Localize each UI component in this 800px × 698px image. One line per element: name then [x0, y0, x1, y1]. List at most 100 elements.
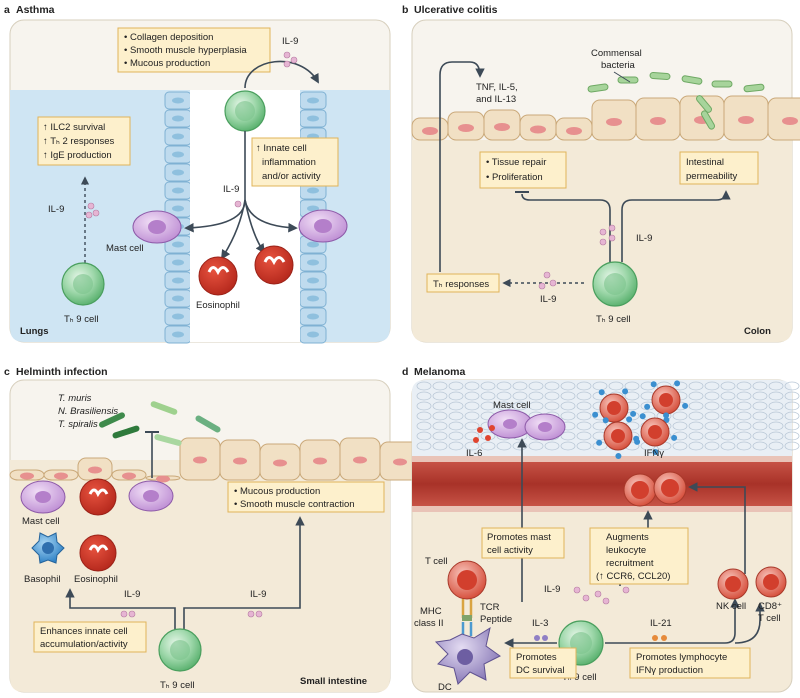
tumour-cell [736, 391, 752, 401]
svg-text:• Collagen deposition: • Collagen deposition [124, 32, 213, 43]
airway-cell-nucleus [307, 277, 319, 284]
permeability-box [679, 151, 759, 185]
airway-cell-nucleus [172, 277, 184, 284]
tumour-cell [688, 391, 704, 401]
ifng-molecule [674, 380, 681, 387]
il9-d-label: IL-9 [544, 584, 560, 595]
th9-label-b: Tₕ 9 cell [596, 314, 630, 325]
tumour-cell [736, 381, 752, 391]
intestine-cell-nucleus [54, 472, 68, 480]
airway-cell-nucleus [307, 241, 319, 248]
ifng-molecule [592, 411, 599, 418]
tumour-cell [688, 411, 704, 421]
tumour-cell [480, 381, 496, 391]
tumour-cell [464, 421, 480, 431]
colon-cell-nucleus [458, 124, 474, 132]
tumour-cell [576, 391, 592, 401]
eosinophil-c1 [79, 478, 117, 516]
th-effect-2: ↑ Tₕ 2 responses [43, 136, 115, 147]
svg-text:• Tissue repair: • Tissue repair [486, 157, 546, 168]
mucous-2: Smooth muscle contraction [240, 499, 355, 510]
tcr-label: TCR [480, 602, 500, 613]
arrow-to-cd8 [734, 602, 765, 644]
tumour-cell [416, 411, 432, 421]
recruited-t-cells [592, 380, 689, 459]
helminth-2: N. Brasiliensis [58, 406, 118, 417]
tumour-cell [464, 441, 480, 451]
th9-label-c: Tₕ 9 cell [160, 680, 194, 691]
airway-cell-nucleus [172, 97, 184, 104]
tumour-cell [512, 381, 528, 391]
peptide-icon [462, 615, 472, 621]
ifng-molecule [639, 413, 646, 420]
ifng-molecule [663, 412, 670, 419]
tumour-cell [576, 411, 592, 421]
promotes-dc-1: Promotes [516, 652, 557, 663]
airway-cell-nucleus [307, 295, 319, 302]
blood-vessel [412, 460, 792, 508]
il9-molecules [283, 51, 298, 68]
innate-effects-box [251, 137, 339, 187]
th-effects-box [37, 116, 131, 166]
airway-cell-nucleus [172, 151, 184, 158]
tumour-cell [576, 381, 592, 391]
tumour-cell [432, 391, 448, 401]
airway-cell-nucleus [307, 187, 319, 194]
helminth-worm [112, 425, 140, 439]
tumour-cell [752, 441, 768, 451]
th9-label-a: Tₕ 9 cell [64, 314, 98, 325]
intestine-cell-nucleus [156, 475, 170, 483]
airway-cell-nucleus [172, 133, 184, 140]
tumour-cell [768, 431, 784, 441]
airway-cell-nucleus [307, 259, 319, 266]
panel-d: d Melanoma Mast cell IL-6 IFNγ [402, 366, 800, 693]
asthma-effect-2: Smooth muscle hyperplasia [130, 45, 247, 56]
tumour-cell [416, 441, 432, 451]
arrow-to-eosinophil-right [244, 199, 266, 254]
tumour-cell [480, 391, 496, 401]
mast-cell-left [132, 210, 182, 244]
tumour-cell [672, 441, 688, 451]
tumour-cell [592, 421, 608, 431]
arrow-to-vessel [688, 482, 746, 574]
intestine-epithelium [9, 437, 421, 483]
tumour-cell [464, 411, 480, 421]
innate-effect-2: inflammation [262, 157, 316, 168]
tumour-cell [784, 421, 800, 431]
mast-cell-c2 [128, 480, 174, 512]
tumour-cell [512, 391, 528, 401]
enhances-2: accumulation/activity [40, 639, 128, 650]
panel-c-letter: c [4, 366, 10, 378]
intestine-cell-nucleus [20, 472, 34, 480]
tumour-cell [464, 391, 480, 401]
tumour-cell [432, 411, 448, 421]
airway-cell-nucleus [307, 205, 319, 212]
colon-label: Colon [744, 326, 771, 337]
tumour-cell [416, 401, 432, 411]
promotes-mast-box [481, 527, 565, 559]
tissue-repair-2: Proliferation [492, 172, 543, 183]
svg-text:• Mucous production: • Mucous production [124, 58, 210, 69]
tumour-cell [704, 391, 720, 401]
helminths [99, 401, 221, 446]
permeability-2: permeability [686, 171, 737, 182]
panel-c-title: Helminth infection [16, 366, 108, 378]
helminth-worm [150, 401, 178, 415]
airway-cell-nucleus [307, 313, 319, 320]
t-cell-label: T cell [425, 556, 448, 567]
tumour-cell [688, 441, 704, 451]
tumour-cell [576, 421, 592, 431]
ifng-molecule [602, 417, 609, 424]
airway-cell-nucleus [172, 331, 184, 338]
ifng-molecule [630, 410, 637, 417]
recruited-t-cell-nucleus [611, 429, 625, 443]
colon-cell-nucleus [422, 127, 438, 135]
ifng-molecule [598, 389, 605, 396]
tumour-cell [768, 421, 784, 431]
th-responses-loop-arrow [439, 61, 485, 272]
tumour-cell [704, 411, 720, 421]
arrow-to-innate-cells [65, 588, 176, 632]
svg-text:• Smooth muscle contraction: • Smooth muscle contraction [234, 499, 355, 510]
tumour-cell [528, 401, 544, 411]
panel-d-title: Melanoma [414, 366, 466, 378]
